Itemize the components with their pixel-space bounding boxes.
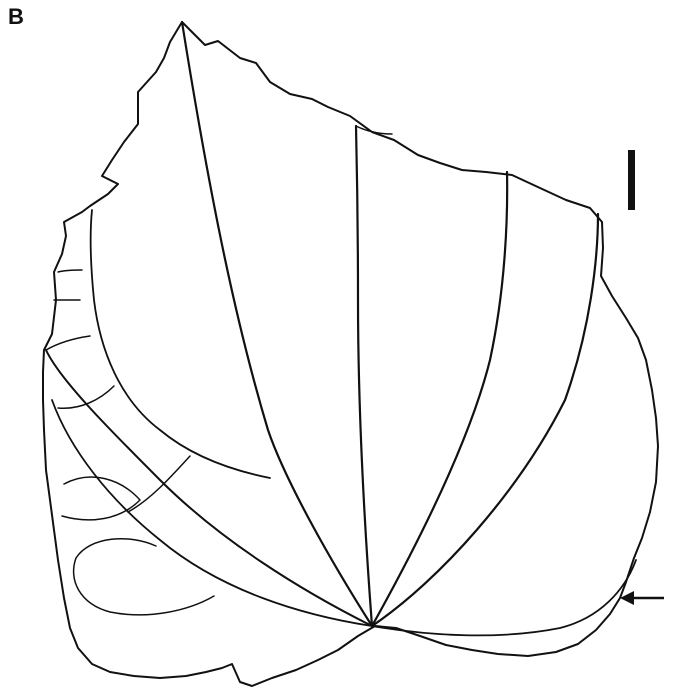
primary-vein-3 <box>372 172 507 626</box>
lower-right-vein <box>372 560 636 635</box>
primary-vein-2 <box>356 126 372 626</box>
tertiary-vein-6 <box>356 126 392 134</box>
tertiary-vein-2 <box>128 456 190 512</box>
tertiary-vein-1 <box>58 386 114 408</box>
leaf-margin <box>43 22 658 686</box>
scale-bar <box>628 150 635 210</box>
lower-left-vein <box>52 400 372 626</box>
tertiary-vein-5 <box>58 270 82 272</box>
basal-lobe-loop <box>74 539 214 615</box>
lateral-vein-left <box>46 350 372 626</box>
tertiary-vein-3 <box>46 336 90 350</box>
arrow-icon <box>620 591 664 605</box>
